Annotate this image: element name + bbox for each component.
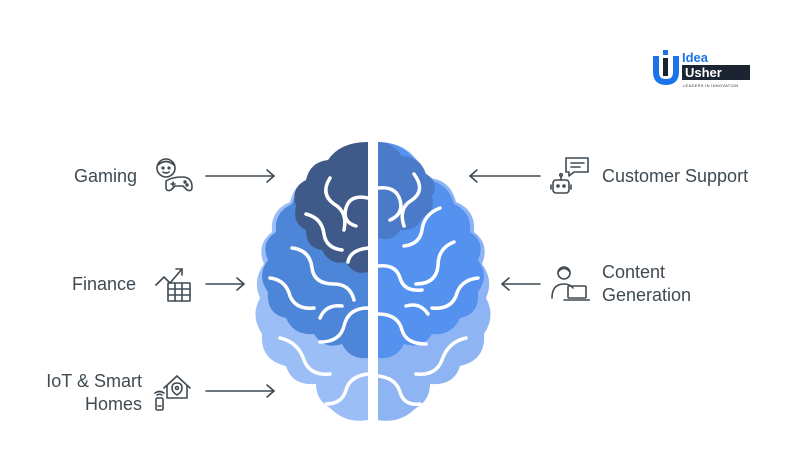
left-lobe-dark (294, 142, 368, 273)
label-content: Content Generation (602, 261, 691, 307)
gamepad-face-icon (156, 158, 193, 192)
arrow-gaming (205, 169, 275, 183)
label-iot-line1: IoT & Smart (46, 371, 142, 391)
label-content-line2: Generation (602, 285, 692, 305)
person-laptop-icon (551, 266, 590, 301)
arrow-finance (205, 277, 245, 291)
logo-line2: Usher (685, 65, 722, 80)
smart-home-icon (154, 375, 191, 411)
chatbot-icon (550, 157, 589, 194)
label-customer-support: Customer Support (602, 166, 749, 186)
arrow-iot (205, 384, 275, 398)
arrow-content-generation (501, 277, 541, 291)
growth-chart-icon (155, 268, 191, 302)
label-finance: Finance (72, 274, 137, 294)
brain-icon (255, 142, 491, 421)
idea-usher-logo: Idea Usher LEADERS IN INNOVATION (653, 50, 750, 88)
brain-folds (268, 172, 480, 406)
label-content-line1: Content (602, 262, 666, 282)
logo-tagline: LEADERS IN INNOVATION (683, 83, 739, 88)
label-gaming: Gaming (74, 166, 138, 186)
logo-line1: Idea (682, 50, 709, 65)
right-lobe-dark (378, 142, 435, 239)
label-iot-line2: Homes (84, 394, 142, 414)
label-iot: IoT & Smart Homes (36, 370, 142, 416)
arrow-customer-support (469, 169, 541, 183)
